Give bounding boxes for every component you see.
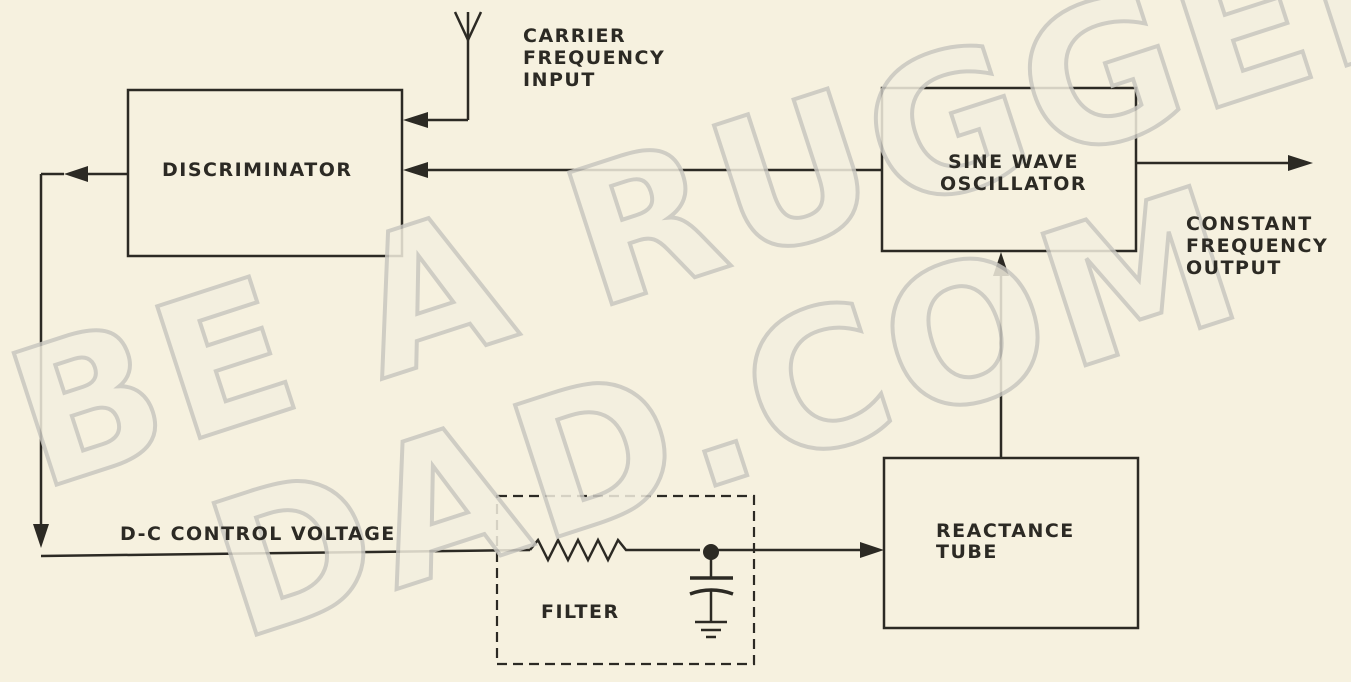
- discriminator-output-arrowhead: [64, 166, 88, 182]
- oscillator-label-line-2: OSCILLATOR: [940, 173, 1087, 195]
- discriminator-label: DISCRIMINATOR: [162, 159, 353, 181]
- reactance-tube-block: [882, 456, 1140, 630]
- reactance-label-line-2: TUBE: [936, 541, 998, 563]
- antenna-icon: [453, 11, 483, 120]
- resistor-icon: [529, 537, 700, 563]
- carrier-label-line-3: INPUT: [523, 69, 596, 91]
- carrier-label-line-2: FREQUENCY: [523, 47, 665, 69]
- left-down-arrowhead: [33, 524, 49, 548]
- control-voltage-label: D-C CONTROL VOLTAGE: [120, 523, 396, 545]
- output-label-line-1: CONSTANT: [1186, 213, 1313, 235]
- reactance-label-line-1: REACTANCE: [936, 520, 1075, 542]
- filter-to-reactance-arrowhead: [860, 542, 884, 558]
- oscillator-label-line-1: SINE WAVE: [948, 151, 1079, 173]
- oscillator-to-discriminator-arrowhead: [403, 162, 428, 178]
- control-voltage-line: [40, 548, 531, 558]
- filter-label: FILTER: [541, 601, 620, 623]
- filter-dashed-box: [495, 494, 756, 666]
- output-arrowhead: [1288, 155, 1313, 171]
- carrier-input-arrowhead: [403, 112, 428, 128]
- output-label-line-3: OUTPUT: [1186, 257, 1282, 279]
- carrier-label-line-1: CARRIER: [523, 25, 626, 47]
- output-label-line-2: FREQUENCY: [1186, 235, 1328, 257]
- reactance-to-oscillator-arrowhead: [993, 252, 1009, 276]
- capacitor-ground-icon: [689, 552, 734, 639]
